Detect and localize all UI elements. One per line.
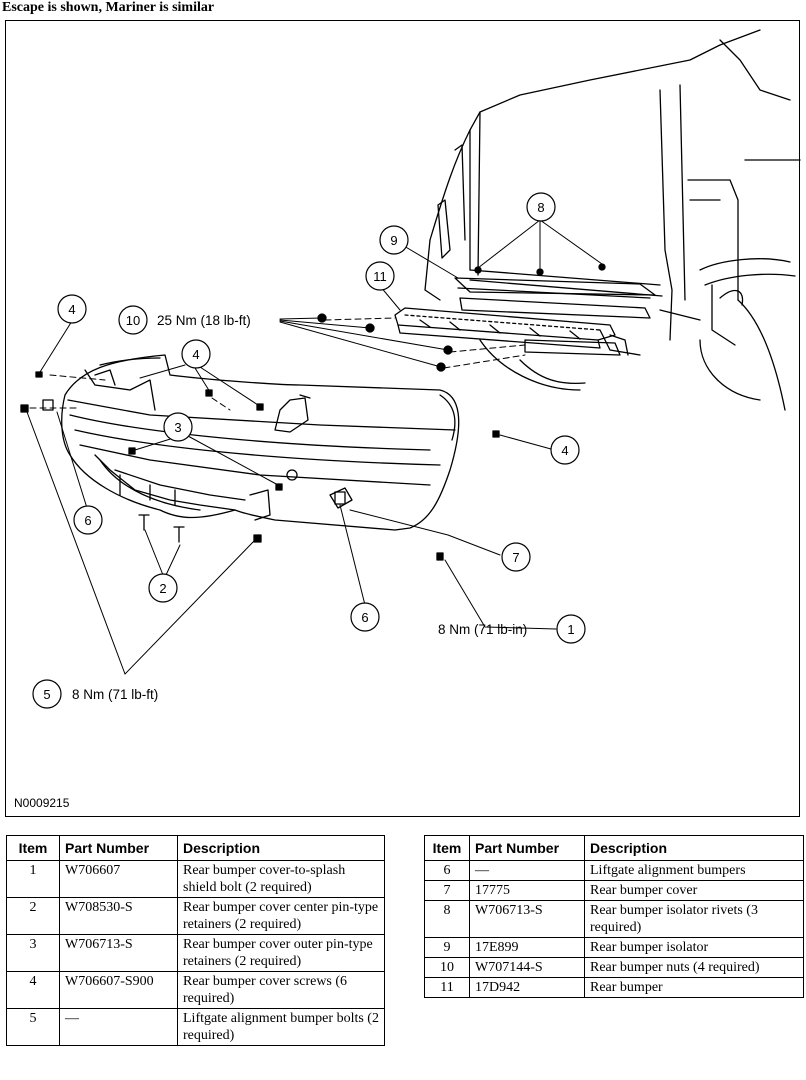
description-cell: Rear bumper cover outer pin-type retaine… [177,934,385,972]
callout-11: 11 [373,269,387,284]
description-cell: Rear bumper cover-to-splash shield bolt … [177,860,385,898]
part-number-cell: 17E899 [469,937,585,958]
callout-5: 5 [43,687,50,702]
diagram-frame [5,20,800,817]
callout-7: 7 [512,550,519,565]
description-cell: Rear bumper cover center pin-type retain… [177,897,385,935]
part-number-cell: W706607-S900 [59,971,178,1009]
table-row: 8 W706713-S Rear bumper isolator rivets … [424,900,804,938]
part-number-cell: W706713-S [59,934,178,972]
table-row: 6 — Liftgate alignment bumpers [424,860,804,881]
parts-table-right: Item Part Number Description 6 — Liftgat… [424,835,804,998]
description-cell: Liftgate alignment bumper bolts (2 requi… [177,1008,385,1046]
description-cell: Rear bumper cover screws (6 required) [177,971,385,1009]
vehicle-body-drawing [424,29,801,411]
header-description: Description [584,835,804,861]
callout-circles [32,192,586,709]
item-cell: 4 [6,971,60,1009]
part-number-cell: — [469,860,585,881]
callout-9: 9 [390,233,397,248]
table-row: 4 W706607-S900 Rear bumper cover screws … [6,971,385,1009]
header-description: Description [177,835,385,861]
table-row: 11 17D942 Rear bumper [424,977,804,998]
item-cell: 10 [424,957,470,978]
table-row: 2 W708530-S Rear bumper cover center pin… [6,897,385,935]
callout-4-b: 4 [192,347,199,362]
callout-8: 8 [537,200,544,215]
table-row: 9 17E899 Rear bumper isolator [424,937,804,958]
callout-6-b: 6 [361,610,368,625]
torque-label-10: 25 Nm (18 lb-ft) [157,313,251,328]
rear-bumper-drawing [394,307,629,356]
callout-1: 1 [567,622,574,637]
callout-2: 2 [159,581,166,596]
page-title: Escape is shown, Mariner is similar [2,0,215,15]
item-cell: 5 [6,1008,60,1046]
callout-6-a: 6 [84,513,91,528]
item-cell: 6 [424,860,470,881]
description-cell: Rear bumper [584,977,804,998]
description-cell: Rear bumper nuts (4 required) [584,957,804,978]
exploded-view-diagram: 4 4 3 4 6 7 2 6 1 5 10 8 9 11 25 Nm (18 … [14,29,801,810]
item-cell: 2 [6,897,60,935]
callout-10: 10 [126,313,140,328]
item-cell: 1 [6,860,60,898]
part-number-cell: W706607 [59,860,178,898]
part-number-cell: — [59,1008,178,1046]
part-number-cell: W708530-S [59,897,178,935]
parts-table-left: Item Part Number Description 1 W706607 R… [6,835,385,1046]
item-cell: 7 [424,880,470,901]
table-row: 3 W706713-S Rear bumper cover outer pin-… [6,934,385,972]
callout-4-c: 4 [561,443,568,458]
table-row: 10 W707144-S Rear bumper nuts (4 require… [424,957,804,978]
item-cell: 11 [424,977,470,998]
item-cell: 3 [6,934,60,972]
leader-lines [26,219,603,675]
item-cell: 8 [424,900,470,938]
callout-4-a: 4 [68,302,75,317]
table-row: 7 17775 Rear bumper cover [424,880,804,901]
description-cell: Rear bumper cover [584,880,804,901]
description-cell: Rear bumper isolator rivets (3 required) [584,900,804,938]
bumper-cover-drawing [61,354,460,531]
description-cell: Rear bumper isolator [584,937,804,958]
part-number-cell: W707144-S [469,957,585,978]
torque-label-5: 8 Nm (71 lb-ft) [72,687,158,702]
header-item: Item [424,835,470,861]
torque-label-1: 8 Nm (71 lb-in) [438,622,527,637]
header-item: Item [6,835,60,861]
part-number-cell: W706713-S [469,900,585,938]
header-part-number: Part Number [59,835,178,861]
callout-3: 3 [174,420,181,435]
description-cell: Liftgate alignment bumpers [584,860,804,881]
figure-id: N0009215 [14,796,70,810]
table-row: 5 — Liftgate alignment bumper bolts (2 r… [6,1008,385,1046]
part-number-cell: 17D942 [469,977,585,998]
table-row: 1 W706607 Rear bumper cover-to-splash sh… [6,860,385,898]
item-cell: 9 [424,937,470,958]
part-number-cell: 17775 [469,880,585,901]
fasteners-drawing [20,313,500,561]
header-part-number: Part Number [469,835,585,861]
